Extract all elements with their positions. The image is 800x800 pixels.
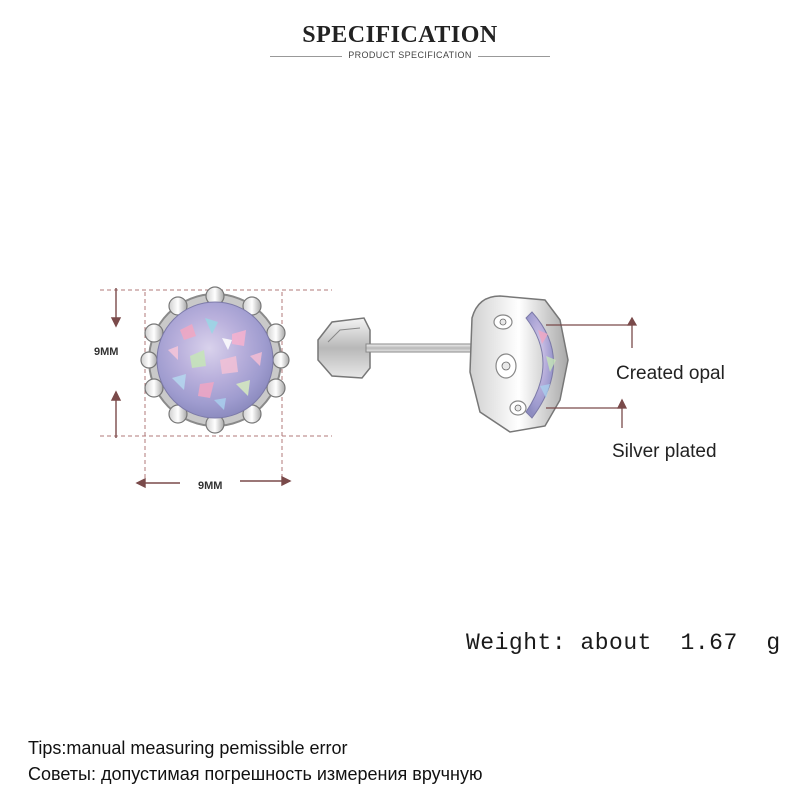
height-dimension-label: 9MM — [94, 346, 119, 358]
tips-russian: Советы: допустимая погрешность измерения… — [28, 764, 483, 784]
page-title: SPECIFICATION — [302, 22, 498, 48]
callout-silver-plated: Silver plated — [612, 441, 717, 462]
width-arrows — [135, 475, 292, 489]
page-subtitle: PRODUCT SPECIFICATION — [270, 50, 550, 60]
subtitle-row: PRODUCT SPECIFICATION — [270, 50, 550, 64]
width-dimension-label: 9MM — [198, 480, 223, 492]
callout-created-opal: Created opal — [616, 363, 725, 384]
tips-english: Tips:manual measuring pemissible error — [28, 738, 348, 758]
weight-label: Weight: about 1.67 g — [466, 630, 781, 656]
callout-pointers — [546, 316, 638, 428]
side-view-earring — [317, 295, 569, 433]
front-view-earring — [140, 286, 290, 434]
height-arrows — [110, 288, 122, 438]
